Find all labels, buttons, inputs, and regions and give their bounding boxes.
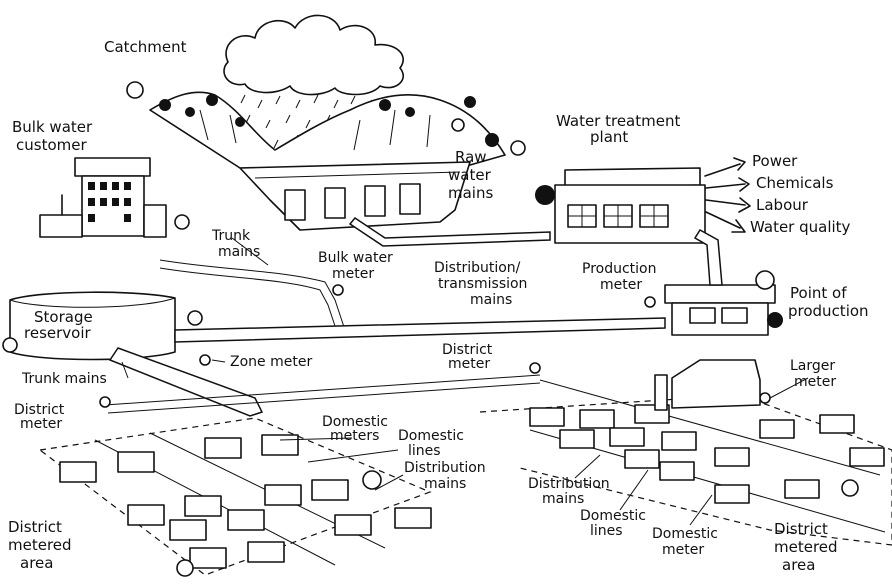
label-domestic-lines-right-1: Domestic (580, 508, 646, 524)
input-power: Power (752, 152, 798, 170)
label-district-meter-left-1: District (14, 402, 65, 418)
label-larger-meter-1: Larger (790, 358, 835, 374)
rain-cloud (223, 14, 404, 149)
label-dma-left-3: area (20, 554, 53, 572)
plant-inputs: Power Chemicals Labour Water quality (750, 152, 851, 236)
label-domestic-lines-left-2: lines (408, 443, 441, 459)
dma-right (479, 359, 892, 546)
label-point-of-production-2: production (788, 302, 869, 320)
district-meter-icon (99, 396, 111, 408)
label-storage-reservoir-2: reservoir (24, 324, 91, 342)
input-labour: Labour (756, 196, 809, 214)
input-chemicals: Chemicals (756, 174, 834, 192)
larger-meter-icon (759, 392, 771, 404)
leader-lines (121, 237, 809, 526)
label-distribution-transmission-2: transmission (438, 276, 527, 292)
storage-reservoir (2, 291, 203, 361)
label-raw-water-mains-3: mains (448, 184, 493, 202)
label-district-meter-top-2: meter (448, 356, 490, 372)
catchment-hills (126, 81, 526, 171)
zone-meter-icon (199, 354, 211, 366)
label-distribution-transmission-3: mains (470, 292, 512, 308)
label-dma-right-3: area (782, 556, 815, 574)
label-dma-right-1: District (774, 520, 828, 538)
district-meter-icon-2 (529, 362, 541, 374)
label-domestic-meter-right-2: meter (662, 542, 704, 558)
label-larger-meter-2: meter (794, 374, 836, 390)
production-building (664, 270, 783, 336)
label-distribution-mains-right-1: Distribution (528, 476, 610, 492)
label-domestic-meters-1: Domestic (322, 414, 388, 430)
label-trunk-mains-left: Trunk mains (21, 371, 107, 387)
label-water-treatment-plant-2: plant (590, 128, 628, 146)
label-dma-left-1: District (8, 518, 62, 536)
label-distribution-transmission-1: Distribution/ (434, 260, 521, 276)
pipes (104, 217, 881, 476)
meters (99, 284, 771, 408)
label-domestic-lines-left-1: Domestic (398, 428, 464, 444)
label-point-of-production-1: Point of (790, 284, 847, 302)
dam (239, 161, 471, 231)
label-distribution-mains-left-1: Distribution (404, 460, 486, 476)
label-distribution-mains-right-2: mains (542, 491, 584, 507)
label-bulk-water-meter-2: meter (332, 266, 374, 282)
label-trunk-mains-top-2: mains (218, 244, 260, 260)
bulk-customer-building (39, 157, 190, 238)
label-domestic-meters-2: meters (330, 428, 379, 444)
label-domestic-meter-right-1: Domestic (652, 526, 718, 542)
label-trunk-mains-top-1: Trunk (211, 228, 251, 244)
bulk-meter-icon (332, 284, 344, 296)
label-district-meter-left-2: meter (20, 416, 62, 432)
label-production-meter-1: Production (582, 261, 656, 277)
treatment-plant (535, 167, 706, 244)
production-meter-icon (644, 296, 656, 308)
factory-chimney (654, 374, 668, 411)
input-water-quality: Water quality (750, 218, 851, 236)
label-district-meter-top-1: District (442, 342, 493, 358)
labels: Catchment Bulk water customer Water trea… (8, 38, 869, 574)
label-bulk-water-customer-2: customer (16, 136, 87, 154)
label-distribution-mains-left-2: mains (424, 476, 466, 492)
label-storage-reservoir-1: Storage (34, 308, 93, 326)
label-catchment: Catchment (104, 38, 187, 56)
label-raw-water-mains-2: water (448, 166, 492, 184)
large-house (671, 359, 761, 409)
label-bulk-water-customer-1: Bulk water (12, 118, 93, 136)
label-domestic-lines-right-2: lines (590, 523, 623, 539)
label-raw-water-mains-1: Raw (455, 148, 487, 166)
input-arrows (704, 157, 751, 233)
label-bulk-water-meter-1: Bulk water (318, 250, 393, 266)
label-production-meter-2: meter (600, 277, 642, 293)
label-zone-meter: Zone meter (230, 354, 312, 370)
label-dma-left-2: metered (8, 536, 72, 554)
label-water-treatment-plant-1: Water treatment (556, 112, 680, 130)
label-dma-right-2: metered (774, 538, 838, 556)
